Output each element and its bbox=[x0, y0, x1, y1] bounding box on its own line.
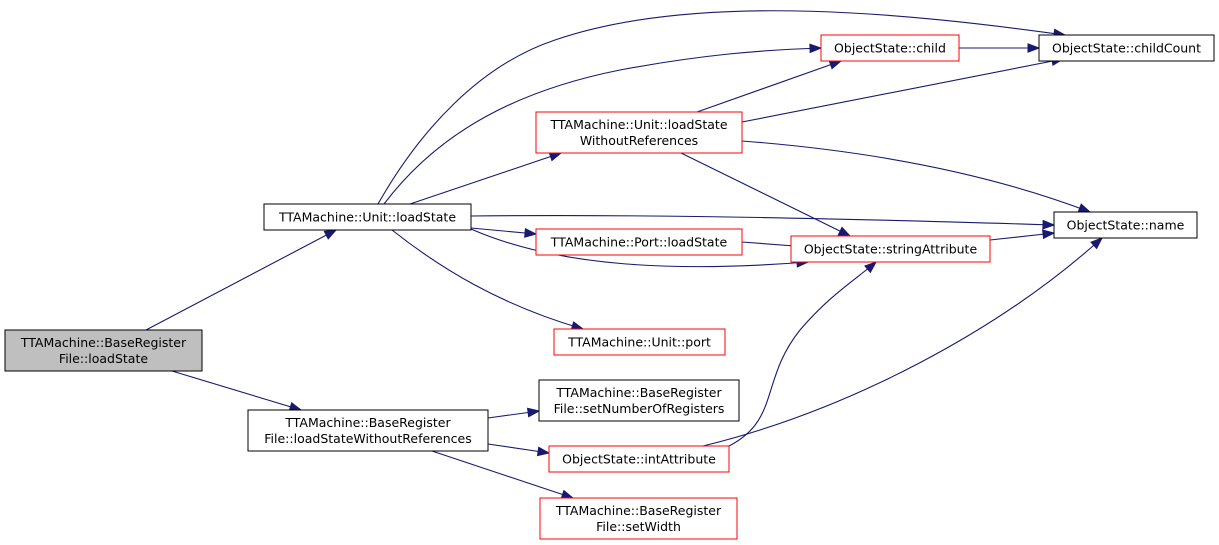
node-label-line: TTAMachine::BaseRegister bbox=[555, 385, 722, 400]
node-os-stringattr[interactable]: ObjectState::stringAttribute bbox=[790, 235, 991, 263]
node-box bbox=[263, 203, 472, 231]
node-set-num-regs[interactable]: TTAMachine::BaseRegisterFile::setNumberO… bbox=[538, 379, 740, 422]
node-label-line: File::setWidth bbox=[596, 519, 681, 534]
edge-unit_loadstate-to-os_name bbox=[470, 215, 1055, 226]
node-label-line: ObjectState::intAttribute bbox=[562, 452, 716, 467]
node-box bbox=[553, 328, 726, 356]
arrowhead-os_child-to-os_childcount bbox=[1027, 43, 1041, 53]
node-box bbox=[790, 235, 991, 263]
node-int-attribute[interactable]: ObjectState::intAttribute bbox=[548, 445, 730, 473]
node-box bbox=[548, 445, 730, 473]
edge-base_loadstate_wo-to-set_width bbox=[431, 450, 574, 499]
node-box bbox=[820, 34, 960, 62]
node-box bbox=[539, 497, 738, 540]
node-label-line: WithoutReferences bbox=[580, 133, 698, 148]
edge-unit_loadstate_wo-to-os_stringattr bbox=[680, 152, 851, 237]
node-base-loadstate-wo[interactable]: TTAMachine::BaseRegisterFile::loadStateW… bbox=[247, 409, 489, 452]
node-unit-loadstate[interactable]: TTAMachine::Unit::loadState bbox=[263, 203, 472, 231]
edge-unit_loadstate_wo-to-os_childcount bbox=[741, 58, 1064, 123]
arrowhead-base_loadstate_wo-to-set_num_regs bbox=[526, 407, 541, 418]
node-label-line: ObjectState::name bbox=[1067, 218, 1185, 233]
node-box bbox=[4, 329, 203, 372]
node-box bbox=[1038, 34, 1215, 62]
edge-unit_loadstate_wo-to-os_child bbox=[696, 60, 842, 113]
node-label-line: File::setNumberOfRegisters bbox=[554, 401, 725, 416]
node-label-line: ObjectState::stringAttribute bbox=[804, 242, 978, 257]
node-label-line: ObjectState::child bbox=[834, 41, 946, 56]
edge-int_attribute-to-os_name bbox=[702, 237, 1103, 447]
arrowhead-unit_loadstate_wo-to-os_child bbox=[828, 60, 843, 70]
node-label-line: TTAMachine::BaseRegister bbox=[284, 415, 451, 430]
arrowhead-unit_loadstate-to-port_loadstate bbox=[524, 228, 538, 238]
node-label-line: TTAMachine::Port::loadState bbox=[550, 235, 728, 250]
edge-unit_loadstate-to-os_childcount bbox=[377, 10, 1066, 205]
node-box bbox=[247, 409, 489, 452]
node-box bbox=[535, 111, 743, 154]
node-os-name[interactable]: ObjectState::name bbox=[1053, 211, 1198, 239]
arrowhead-unit_loadstate_wo-to-os_stringattr bbox=[837, 226, 852, 237]
arrowhead-int_attribute-to-os_stringattr bbox=[864, 261, 878, 274]
edge-base_loadstate-to-unit_loadstate bbox=[145, 229, 337, 331]
arrowhead-base_loadstate_wo-to-int_attribute bbox=[536, 446, 551, 457]
edge-unit_loadstate-to-os_child bbox=[383, 47, 822, 205]
edges-layer bbox=[145, 10, 1104, 500]
arrowhead-unit_loadstate-to-os_name bbox=[1042, 219, 1056, 230]
node-label-line: File::loadStateWithoutReferences bbox=[264, 431, 471, 446]
arrowhead-unit_loadstate-to-unit_loadstate_wo bbox=[548, 152, 563, 162]
node-label-line: ObjectState::childCount bbox=[1052, 41, 1201, 56]
node-port-loadstate[interactable]: TTAMachine::Port::loadState bbox=[535, 228, 743, 256]
edge-unit_loadstate-to-unit_port bbox=[391, 229, 584, 330]
nodes-layer: TTAMachine::BaseRegisterFile::loadStateT… bbox=[4, 34, 1215, 540]
node-box bbox=[1053, 211, 1198, 239]
arrowhead-base_loadstate-to-unit_loadstate bbox=[323, 229, 338, 240]
node-label-line: TTAMachine::Unit::loadState bbox=[278, 210, 456, 225]
node-unit-port[interactable]: TTAMachine::Unit::port bbox=[553, 328, 726, 356]
arrowhead-int_attribute-to-os_name bbox=[1090, 237, 1104, 250]
node-label-line: TTAMachine::BaseRegister bbox=[20, 335, 187, 350]
node-box bbox=[538, 379, 740, 422]
node-box bbox=[535, 228, 743, 256]
node-unit-loadstate-wo[interactable]: TTAMachine::Unit::loadStateWithoutRefere… bbox=[535, 111, 743, 154]
node-label-line: File::loadState bbox=[59, 351, 148, 366]
node-os-child[interactable]: ObjectState::child bbox=[820, 34, 960, 62]
edge-unit_loadstate-to-unit_loadstate_wo bbox=[409, 152, 562, 205]
edge-base_loadstate-to-base_loadstate_wo bbox=[171, 370, 302, 411]
edge-unit_loadstate-to-os_stringattr bbox=[470, 228, 809, 268]
node-os-childcount[interactable]: ObjectState::childCount bbox=[1038, 34, 1215, 62]
edge-unit_loadstate_wo-to-os_name bbox=[741, 140, 1091, 213]
node-label-line: TTAMachine::Unit::loadState bbox=[549, 117, 727, 132]
node-label-line: TTAMachine::BaseRegister bbox=[555, 503, 722, 518]
arrowhead-unit_loadstate-to-os_child bbox=[809, 43, 823, 54]
edge-int_attribute-to-os_stringattr bbox=[728, 261, 877, 447]
arrowhead-os_stringattr-to-os_name bbox=[1042, 229, 1056, 240]
node-label-line: TTAMachine::Unit::port bbox=[567, 335, 711, 350]
arrowhead-unit_loadstate_wo-to-os_name bbox=[1077, 203, 1092, 213]
arrowhead-base_loadstate_wo-to-set_width bbox=[560, 489, 575, 500]
